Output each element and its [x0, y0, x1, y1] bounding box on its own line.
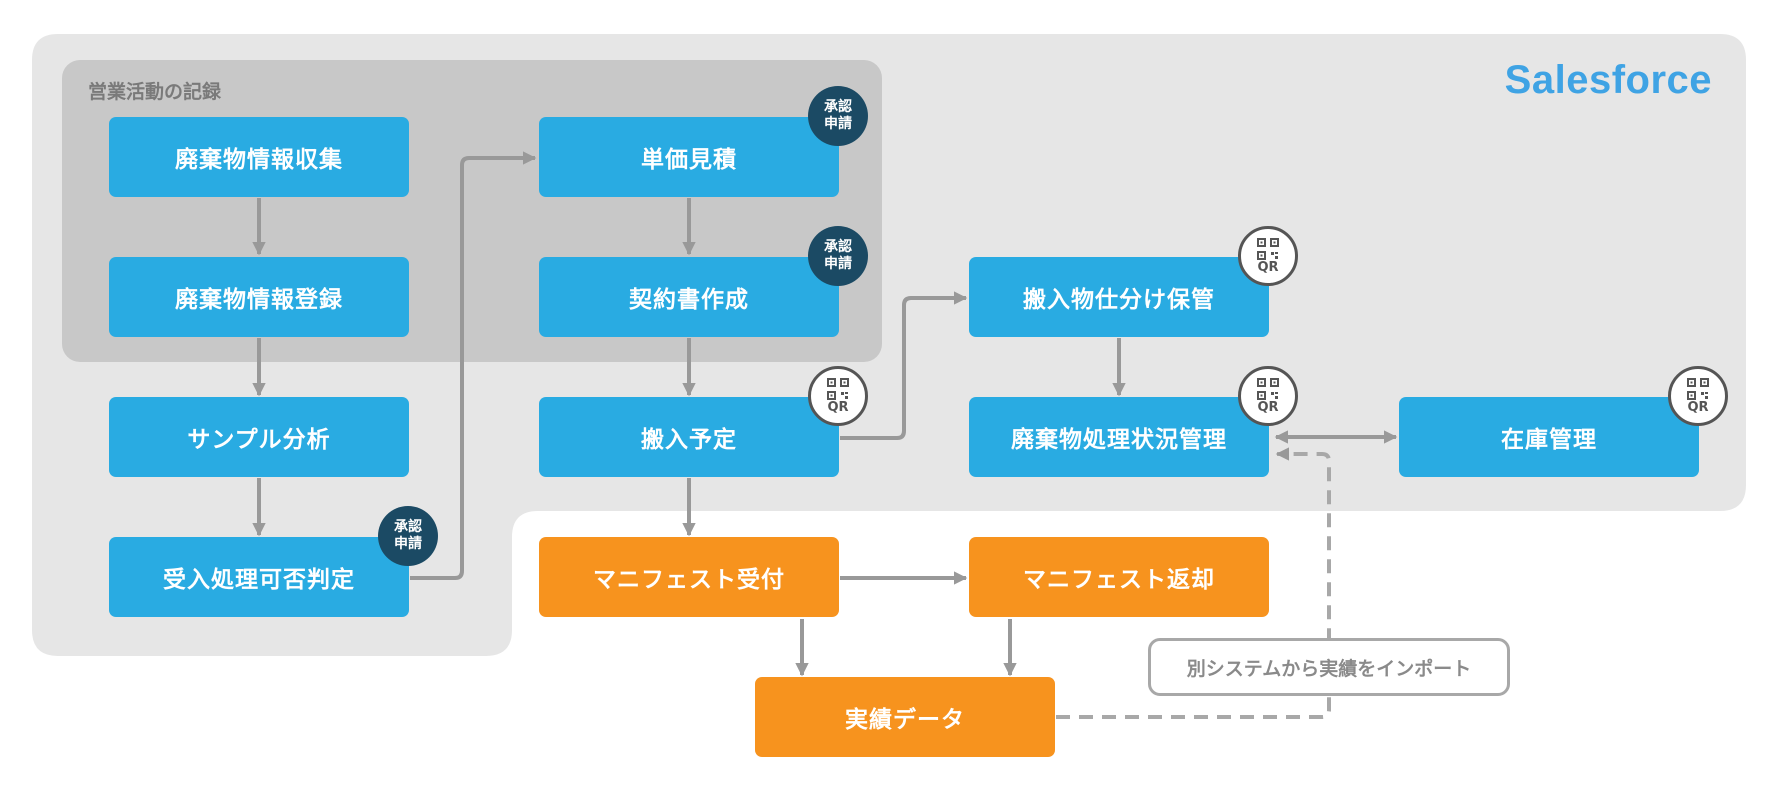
node-acceptance-decision: 受入処理可否判定 [109, 537, 409, 617]
qr-badge-text: QR [1687, 400, 1709, 415]
qr-badge-text: QR [827, 400, 849, 415]
node-manifest-return: マニフェスト返却 [969, 537, 1269, 617]
node-delivery-sort-storage: 搬入物仕分け保管 [969, 257, 1269, 337]
node-actual-data: 実績データ [755, 677, 1055, 757]
sales-activity-group-label: 営業活動の記録 [88, 81, 222, 103]
salesforce-label: Salesforce [1504, 58, 1712, 102]
import-note: 別システムから実績をインポート [1148, 638, 1510, 696]
approval-badge-line1: 承認 [824, 99, 852, 115]
qr-badge-text: QR [1257, 260, 1279, 275]
node-sample-analysis: サンプル分析 [109, 397, 409, 477]
approval-badge-line2: 申請 [824, 116, 852, 132]
approval-badge-line2: 申請 [394, 536, 422, 552]
qr-badge-storage: QR [1238, 226, 1298, 286]
node-manifest-receipt: マニフェスト受付 [539, 537, 839, 617]
node-waste-info-collect: 廃棄物情報収集 [109, 117, 409, 197]
qr-code-icon [1257, 378, 1279, 400]
node-waste-status-mgmt: 廃棄物処理状況管理 [969, 397, 1269, 477]
approval-badge-contract: 承認 申請 [808, 226, 868, 286]
approval-badge-line1: 承認 [394, 519, 422, 535]
qr-badge-status: QR [1238, 366, 1298, 426]
qr-badge-schedule: QR [808, 366, 868, 426]
approval-badge-decision: 承認 申請 [378, 506, 438, 566]
node-contract-creation: 契約書作成 [539, 257, 839, 337]
node-waste-info-register: 廃棄物情報登録 [109, 257, 409, 337]
qr-code-icon [1257, 238, 1279, 260]
qr-code-icon [827, 378, 849, 400]
qr-badge-text: QR [1257, 400, 1279, 415]
qr-code-icon [1687, 378, 1709, 400]
node-unit-price-estimate: 単価見積 [539, 117, 839, 197]
approval-badge-estimate: 承認 申請 [808, 86, 868, 146]
node-delivery-schedule: 搬入予定 [539, 397, 839, 477]
node-inventory-mgmt: 在庫管理 [1399, 397, 1699, 477]
approval-badge-line2: 申請 [824, 256, 852, 272]
qr-badge-inventory: QR [1668, 366, 1728, 426]
approval-badge-line1: 承認 [824, 239, 852, 255]
